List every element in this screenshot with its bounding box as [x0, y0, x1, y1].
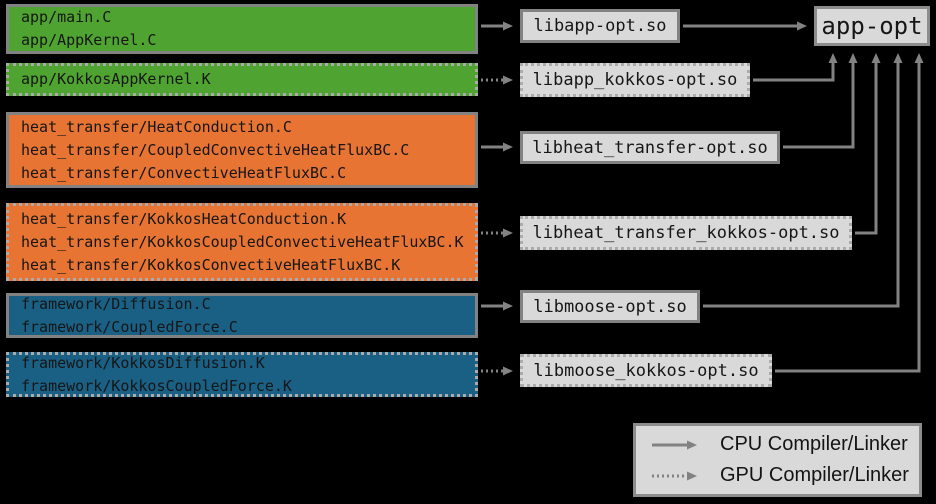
solid-arrow-icon: [652, 440, 697, 449]
library-box-libapp-kokkos: libapp_kokkos-opt.so: [520, 63, 750, 97]
source-box-heat-transfer-cpu: heat_transfer/HeatConduction.C heat_tran…: [6, 112, 478, 188]
legend-label-gpu: GPU Compiler/Linker: [720, 464, 909, 486]
source-file: framework/KokkosCoupledForce.K: [21, 376, 292, 395]
library-label: libapp_kokkos-opt.so: [532, 70, 738, 90]
source-file: heat_transfer/KokkosConvectiveHeatFluxBC…: [21, 255, 401, 274]
library-box-libmoose: libmoose-opt.so: [520, 290, 700, 323]
library-label: libapp-opt.so: [533, 16, 667, 36]
target-box-app-opt: app-opt: [814, 6, 930, 46]
source-box-app-gpu: app/KokkosAppKernel.K: [6, 63, 478, 96]
source-file: heat_transfer/KokkosCoupledConvectiveHea…: [21, 232, 464, 251]
source-file: framework/Diffusion.C: [21, 294, 211, 313]
library-box-libapp: libapp-opt.so: [520, 9, 680, 43]
source-box-framework-cpu: framework/Diffusion.C framework/CoupledF…: [6, 293, 478, 338]
legend-row-gpu: GPU Compiler/Linker: [650, 464, 919, 487]
legend-label-cpu: CPU Compiler/Linker: [720, 433, 908, 455]
legend: CPU Compiler/Linker GPU Compiler/Linker: [633, 423, 922, 497]
legend-row-cpu: CPU Compiler/Linker: [650, 433, 919, 456]
source-file: app/AppKernel.C: [21, 31, 157, 49]
source-box-framework-gpu: framework/KokkosDiffusion.K framework/Ko…: [6, 352, 478, 397]
source-file: heat_transfer/KokkosHeatConduction.K: [21, 209, 347, 228]
source-file: app/main.C: [21, 8, 112, 26]
source-box-heat-transfer-gpu: heat_transfer/KokkosHeatConduction.K hea…: [6, 203, 478, 281]
library-box-libmoose-kokkos: libmoose_kokkos-opt.so: [520, 354, 772, 387]
arrow-libapp-kokkos-to-app-opt: [753, 53, 838, 82]
library-label: libmoose_kokkos-opt.so: [533, 360, 759, 381]
arrow-libmoose-kokkos-to-app-opt: [775, 53, 924, 373]
arrow-libheat-kokkos-to-app-opt: [855, 53, 881, 235]
source-box-app-cpu: app/main.C app/AppKernel.C: [6, 4, 478, 54]
library-box-libheat-transfer-kokkos: libheat_transfer_kokkos-opt.so: [520, 216, 852, 250]
library-label: libheat_transfer-opt.so: [532, 137, 768, 158]
library-label: libheat_transfer_kokkos-opt.so: [532, 223, 840, 243]
arrow-libheat-to-app-opt: [783, 53, 858, 149]
source-file: framework/CoupledForce.C: [21, 317, 238, 336]
target-label: app-opt: [821, 12, 923, 40]
source-file: framework/KokkosDiffusion.K: [21, 353, 265, 372]
source-file: heat_transfer/CoupledConvectiveHeatFluxB…: [21, 140, 410, 159]
source-file: heat_transfer/ConvectiveHeatFluxBC.C: [21, 163, 347, 182]
source-file: heat_transfer/HeatConduction.C: [21, 117, 292, 136]
library-label: libmoose-opt.so: [533, 296, 687, 317]
library-box-libheat-transfer: libheat_transfer-opt.so: [520, 131, 780, 164]
dotted-arrow-icon: [652, 471, 697, 480]
source-file: app/KokkosAppKernel.K: [21, 70, 211, 88]
